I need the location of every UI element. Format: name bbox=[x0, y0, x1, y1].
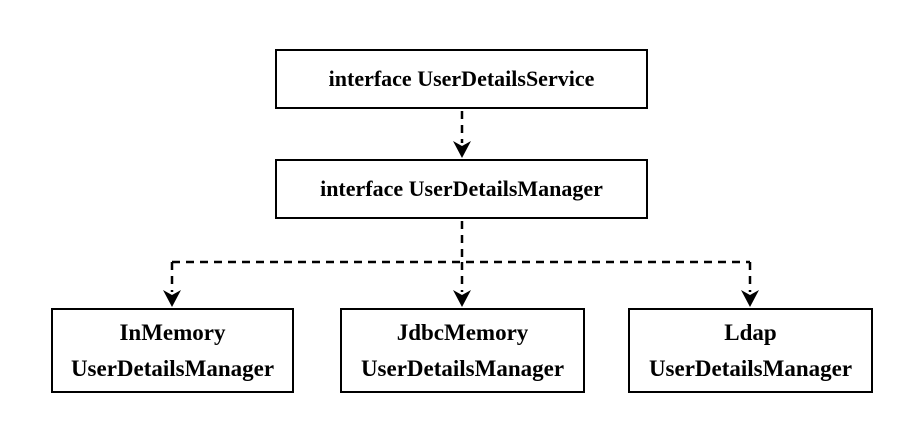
node-jdbc-memory-user-details-manager: JdbcMemory UserDetailsManager bbox=[340, 308, 585, 393]
arrowhead-icon bbox=[453, 141, 471, 158]
node-label-line1: InMemory bbox=[119, 319, 226, 345]
node-label-line2: UserDetailsManager bbox=[648, 355, 853, 381]
node-label-line2: UserDetailsManager bbox=[360, 355, 565, 381]
node-label-line1: Ldap bbox=[724, 319, 777, 345]
node-label: interface UserDetailsManager bbox=[320, 176, 603, 201]
arrowhead-icon bbox=[163, 290, 181, 307]
node-label-line2: UserDetailsManager bbox=[70, 355, 275, 381]
node-interface-user-details-service: interface UserDetailsService bbox=[275, 49, 648, 109]
node-ldap-user-details-manager: Ldap UserDetailsManager bbox=[628, 308, 873, 393]
arrowhead-icon bbox=[453, 290, 471, 307]
node-in-memory-user-details-manager: InMemory UserDetailsManager bbox=[51, 308, 294, 393]
node-label: interface UserDetailsService bbox=[328, 66, 595, 91]
arrowhead-icon bbox=[741, 290, 759, 307]
node-label-line1: JdbcMemory bbox=[396, 319, 529, 345]
node-interface-user-details-manager: interface UserDetailsManager bbox=[275, 159, 648, 219]
